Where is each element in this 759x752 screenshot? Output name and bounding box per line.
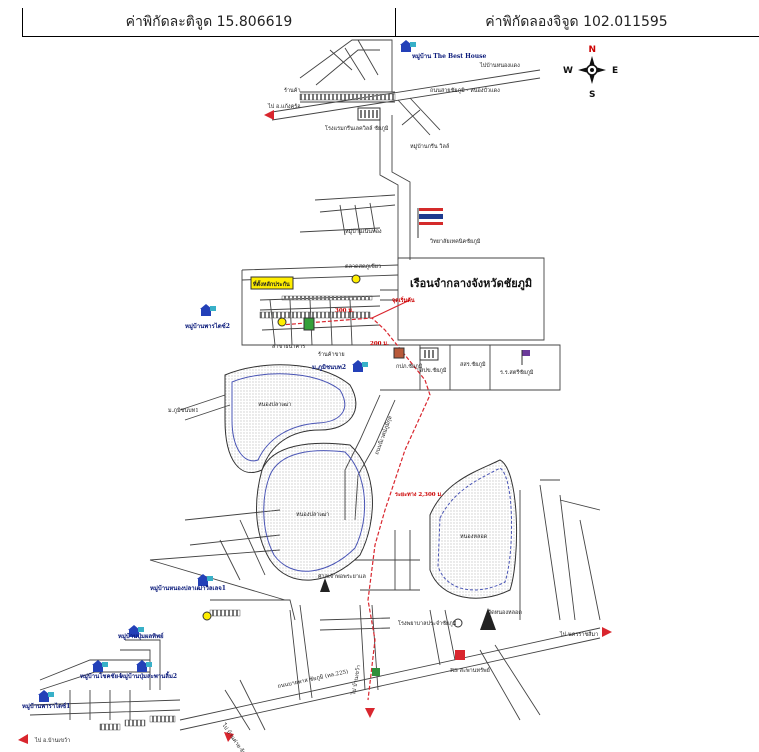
route-line	[279, 317, 431, 701]
green-building-icon	[303, 317, 315, 331]
svg-text:หมู่บ้านพาราไดซ์1: หมู่บ้านพาราไดซ์1	[22, 702, 70, 711]
meeting-point-box	[250, 276, 294, 290]
compass-s: S	[589, 90, 595, 100]
poi-marker	[351, 274, 361, 284]
longitude-cell: ค่าพิกัดลองจิจูด 102.011595	[485, 14, 668, 30]
poi-marker	[277, 317, 287, 327]
poi-marker	[202, 611, 212, 621]
hospital-icon	[453, 618, 463, 628]
latitude-cell: ค่าพิกัดละติจูด 15.806619	[22, 8, 396, 36]
svg-text:หนองหลอด: หนองหลอด	[460, 534, 488, 540]
pea-icon	[393, 347, 405, 359]
coordinate-header: ค่าพิกัดละติจูด 15.806619 ค่าพิกัดลองจิจ…	[22, 8, 759, 36]
svg-text:วัดหนองหลอด: วัดหนองหลอด	[488, 609, 522, 616]
road-end-arrows	[18, 110, 612, 744]
house-icon	[352, 360, 368, 372]
svg-text:หนองปลาเฒ่า: หนองปลาเฒ่า	[296, 511, 329, 518]
house-icons	[38, 40, 416, 702]
svg-text:ถนนบายพาส ชัยภูมิ (ทล.225): ถนนบายพาส ชัยภูมิ (ทล.225)	[277, 668, 349, 690]
route-line-b	[371, 299, 411, 319]
svg-text:วิทยาลัยเทคนิคชัยภูมิ: วิทยาลัยเทคนิคชัยภูมิ	[429, 238, 481, 245]
house-icon	[128, 625, 144, 637]
svg-text:ร้านค้า: ร้านค้า	[284, 87, 301, 94]
map-labels: หมู่บ้าน The Best House ไปบ้านหนองแดง ไป…	[22, 52, 598, 752]
seven-eleven-icon	[372, 668, 380, 676]
landmarks	[202, 107, 530, 676]
svg-text:กปภ.ชัยภูมิ: กปภ.ชัยภูมิ	[396, 363, 423, 370]
temple2-icon	[480, 608, 496, 630]
svg-text:ม.ภูมิชนบท2: ม.ภูมิชนบท2	[312, 363, 346, 372]
compass-icon: N S E W	[563, 45, 618, 100]
house-icon	[136, 660, 152, 672]
house-icon	[400, 40, 416, 52]
svg-text:ไปบ้านหนองแดง: ไปบ้านหนองแดง	[479, 62, 520, 69]
road-network	[29, 39, 601, 731]
svg-text:RS สะพานทรัพย์: RS สะพานทรัพย์	[450, 667, 490, 674]
svg-text:สปข.ชัยภูมิ: สปข.ชัยภูมิ	[420, 367, 447, 374]
svg-text:สสร.ชัยภูมิ: สสร.ชัยภูมิ	[460, 361, 486, 368]
svg-text:ม.ภูมิชนบท1: ม.ภูมิชนบท1	[168, 407, 199, 414]
temple-icon	[320, 578, 330, 592]
svg-text:ระยะทาง 2,300 ม.: ระยะทาง 2,300 ม.	[395, 491, 443, 498]
svg-text:ถนนนิเวศน์ภูมิกุล: ถนนนิเวศน์ภูมิกุล	[373, 415, 394, 456]
housing-blocks	[99, 93, 396, 731]
svg-text:หมู่บ้านหนองปลาเฒ่าวิลเลจ1: หมู่บ้านหนองปลาเฒ่าวิลเลจ1	[150, 584, 226, 593]
house-icon	[200, 304, 216, 316]
svg-text:ตลาดสดภูเขียว: ตลาดสดภูเขียว	[345, 263, 381, 270]
svg-text:หมู่บ้านปุ่มสะพานลิ้ม2: หมู่บ้านปุ่มสะพานลิ้ม2	[120, 670, 177, 681]
svg-text:หมู่บ้าน The Best House: หมู่บ้าน The Best House	[412, 52, 487, 61]
svg-text:โรงแรมกรีนเลควิลล์ ชัยภูมิ: โรงแรมกรีนเลควิลล์ ชัยภูมิ	[325, 124, 389, 132]
svg-text:หมู่บ้านเนินทอง: หมู่บ้านเนินทอง	[345, 228, 382, 235]
compass-n: N	[589, 45, 597, 55]
svg-text:หมู่บ้านพารไดซ์2: หมู่บ้านพารไดซ์2	[185, 322, 230, 331]
svg-text:ถนนสายชัยภูมิ - หนองบัวแดง: ถนนสายชัยภูมิ - หนองบัวแดง	[430, 87, 500, 94]
svg-text:300 ม.: 300 ม.	[335, 307, 354, 314]
house-icon	[38, 690, 54, 702]
compass-w: W	[563, 66, 573, 76]
rs-icon	[455, 650, 465, 660]
svg-text:200 ม.: 200 ม.	[370, 340, 389, 347]
svg-text:หมู่บ้านปุ่มผลทิพย์: หมู่บ้านปุ่มผลทิพย์	[118, 632, 164, 641]
svg-text:ศาลเจ้าพ่อพระยาแล: ศาลเจ้าพ่อพระยาแล	[318, 573, 366, 580]
house-icon	[197, 574, 213, 586]
svg-text:เรือนจำกลางจังหวัดชัยภูมิ: เรือนจำกลางจังหวัดชัยภูมิ	[410, 277, 532, 291]
svg-text:ร.ร.สตรีชัยภูมิ: ร.ร.สตรีชัยภูมิ	[500, 369, 534, 376]
svg-text:ไป อ.บ้านเขว้า: ไป อ.บ้านเขว้า	[34, 737, 70, 744]
svg-text:หมู่บ้านโชคชัย4: หมู่บ้านโชคชัย4	[80, 672, 122, 681]
svg-text:สาขาธนาคาร: สาขาธนาคาร	[272, 343, 305, 350]
svg-text:โรงพยาบาลประจำชัยภูมิ: โรงพยาบาลประจำชัยภูมิ	[398, 619, 457, 627]
svg-text:ไป อ.แก้งคร้อ: ไป อ.แก้งคร้อ	[267, 103, 301, 110]
school-flag-icon	[522, 350, 530, 356]
svg-text:ไป นครราชสีมา: ไป นครราชสีมา	[559, 631, 598, 638]
lakes	[224, 364, 518, 599]
svg-text:หมู่บ้านกรีน วิลล์: หมู่บ้านกรีน วิลล์	[410, 143, 449, 150]
header-divider	[22, 36, 759, 37]
svg-text:ไป บ้านค่าย-จัตุรัส: ไป บ้านค่าย-จัตุรัส	[220, 721, 252, 752]
house-icon	[92, 660, 108, 672]
svg-text:ที่ตั้งหลักประกัน: ที่ตั้งหลักประกัน	[253, 279, 290, 288]
compass-e: E	[612, 66, 618, 76]
thai-flag-icon	[417, 208, 443, 238]
svg-text:ร้านค้าขาย: ร้านค้าขาย	[318, 351, 345, 358]
svg-text:จุดเริ่มต้น: จุดเริ่มต้น	[392, 296, 415, 304]
svg-text:หนองปลาเฒ่า: หนองปลาเฒ่า	[258, 401, 291, 408]
